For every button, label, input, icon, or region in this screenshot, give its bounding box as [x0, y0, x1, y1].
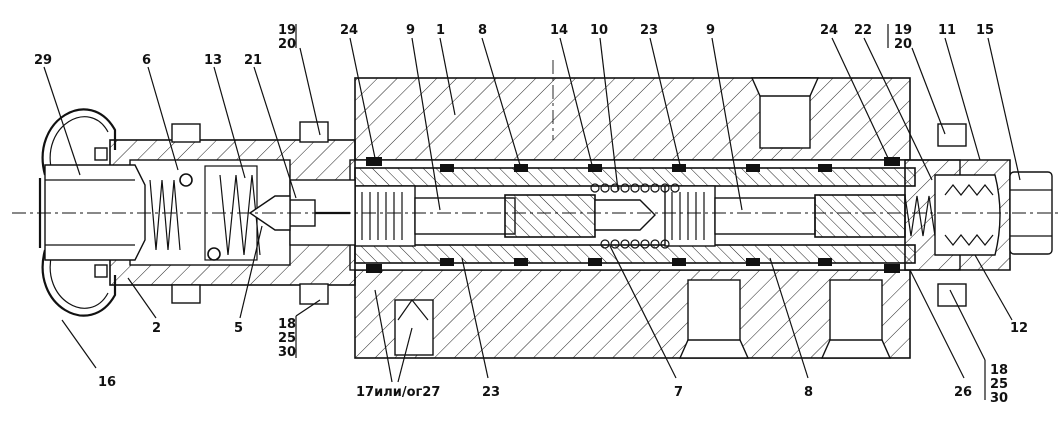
callout-22: 22 [854, 23, 872, 38]
callout-24-left: 24 [340, 23, 358, 38]
callout-30-left: 30 [278, 345, 296, 360]
callout-12: 12 [1010, 321, 1028, 336]
callout-26: 26 [954, 385, 972, 400]
callout-19-left: 19 [278, 23, 296, 38]
callout-25-left: 25 [278, 331, 296, 346]
left-actuator [109, 121, 356, 305]
callout-6: 6 [142, 53, 151, 68]
callout-labels: 29 6 13 21 19 20 24 9 1 8 14 10 23 9 24 … [34, 23, 1028, 406]
callout-1: 1 [436, 23, 445, 38]
callout-9-right: 9 [706, 23, 715, 38]
valve-body [354, 77, 911, 359]
callout-15: 15 [976, 23, 994, 38]
spool-assembly [354, 183, 954, 249]
callout-10: 10 [590, 23, 608, 38]
callout-23-top: 23 [640, 23, 658, 38]
callout-18-left: 18 [278, 317, 296, 332]
callout-8-bottom: 8 [804, 385, 813, 400]
callout-30-right: 30 [990, 391, 1008, 406]
callout-19-right: 19 [894, 23, 912, 38]
callout-2: 2 [152, 321, 161, 336]
callout-11: 11 [938, 23, 956, 38]
callout-25-right: 25 [990, 377, 1008, 392]
right-end-cap [904, 123, 1053, 307]
callout-17-or-27: 17или/ог27 [356, 385, 440, 400]
leader-lines [43, 24, 1021, 400]
callout-14: 14 [550, 23, 568, 38]
callout-8-top: 8 [478, 23, 487, 38]
callout-24-right: 24 [820, 23, 838, 38]
callout-5: 5 [234, 321, 243, 336]
callout-7: 7 [674, 385, 683, 400]
callout-20-left: 20 [278, 37, 296, 52]
callout-13: 13 [204, 53, 222, 68]
callout-29: 29 [34, 53, 52, 68]
callout-20-right: 20 [894, 37, 912, 52]
callout-23-bottom: 23 [482, 385, 500, 400]
callout-9-left: 9 [406, 23, 415, 38]
callout-16: 16 [98, 375, 116, 390]
callout-21: 21 [244, 53, 262, 68]
callout-18-right: 18 [990, 363, 1008, 378]
